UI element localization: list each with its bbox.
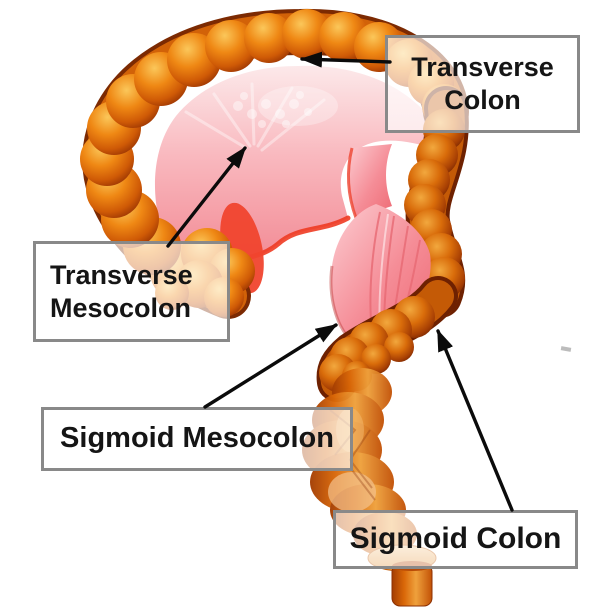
mesocolon-speckles: [233, 91, 312, 128]
label-sigmoid-colon: Sigmoid Colon: [349, 522, 562, 556]
label-transverse-colon: Transverse Colon: [411, 52, 554, 115]
label-box-sigmoid-colon: Sigmoid Colon: [333, 510, 578, 569]
label-sigmoid-mesocolon: Sigmoid Mesocolon: [60, 422, 334, 455]
artifact-mark: [560, 346, 572, 352]
label-box-sigmoid-mesocolon: Sigmoid Mesocolon: [41, 407, 353, 471]
label-box-transverse-mesocolon: Transverse Mesocolon: [33, 241, 230, 342]
label-box-transverse-colon: Transverse Colon: [385, 35, 580, 133]
label-transverse-mesocolon: Transverse Mesocolon: [50, 259, 193, 323]
